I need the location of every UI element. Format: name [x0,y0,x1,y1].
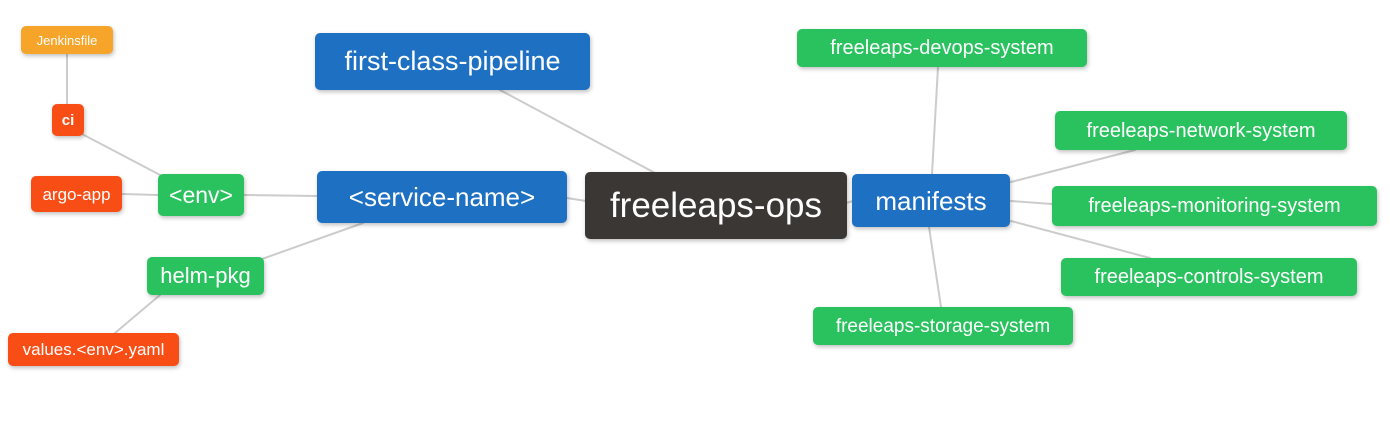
edge-manifests-monitoring-system [1010,200,1053,205]
edge-ci-env [81,133,163,177]
node-env[interactable]: <env> [158,174,244,216]
node-values-env-yaml[interactable]: values.<env>.yaml [8,333,179,366]
edge-devops-system-manifests [931,66,939,175]
node-first-class-pipeline[interactable]: first-class-pipeline [315,33,590,90]
edge-helm-pkg-service-name [261,222,364,260]
edge-freeleaps-ops-manifests [845,200,854,204]
edge-manifests-storage-system [928,226,942,308]
edge-manifests-network-system [1010,149,1136,183]
edge-manifests-controls-system [1010,220,1151,259]
edge-service-name-freeleaps-ops [566,197,587,202]
edge-values-env-yaml-helm-pkg [114,294,161,334]
node-controls-system[interactable]: freeleaps-controls-system [1061,258,1357,296]
node-network-system[interactable]: freeleaps-network-system [1055,111,1347,150]
node-devops-system[interactable]: freeleaps-devops-system [797,29,1087,67]
node-jenkinsfile[interactable]: Jenkinsfile [21,26,113,54]
node-storage-system[interactable]: freeleaps-storage-system [813,307,1073,345]
node-service-name[interactable]: <service-name> [317,171,567,223]
node-argo-app[interactable]: argo-app [31,176,122,212]
node-manifests[interactable]: manifests [852,174,1010,227]
node-ci[interactable]: ci [52,104,84,136]
edge-first-class-pipeline-freeleaps-ops [499,89,656,174]
node-helm-pkg[interactable]: helm-pkg [147,257,264,295]
node-freeleaps-ops[interactable]: freeleaps-ops [585,172,847,239]
edge-env-service-name [243,194,318,197]
edge-argo-app-env [121,193,159,196]
node-monitoring-system[interactable]: freeleaps-monitoring-system [1052,186,1377,226]
